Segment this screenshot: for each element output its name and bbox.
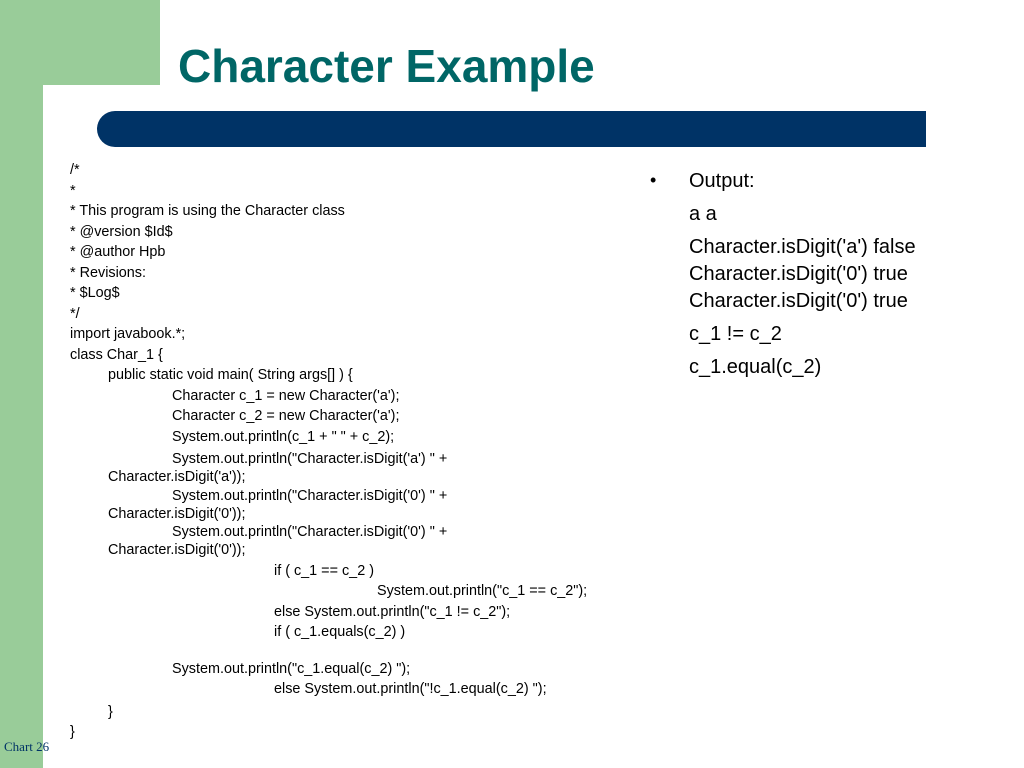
- code-line: System.out.println(c_1 + " " + c_2);: [172, 428, 395, 445]
- left-accent-bar: [0, 0, 43, 768]
- code-line: Character c_2 = new Character('a');: [172, 408, 400, 424]
- code-line: System.out.println("c_1 == c_2");: [377, 583, 588, 599]
- code-line: else System.out.println("c_1 != c_2");: [274, 603, 511, 620]
- code-line: import javabook.*;: [70, 326, 186, 342]
- code-line: * Revisions:: [70, 264, 146, 281]
- title-underline-bar: [97, 111, 926, 147]
- code-line: Character.isDigit('0'));: [108, 505, 246, 522]
- output-line: Character.isDigit('0') true: [689, 263, 908, 285]
- code-line: *: [70, 182, 76, 199]
- code-line: if ( c_1.equals(c_2) ): [274, 624, 406, 640]
- code-line: * This program is using the Character cl…: [70, 203, 345, 219]
- code-line: System.out.println("Character.isDigit('0…: [172, 487, 448, 504]
- output-line: Character.isDigit('0') true: [689, 290, 908, 312]
- code-line: class Char_1 {: [70, 346, 163, 363]
- output-line: c_1 != c_2: [689, 323, 782, 345]
- code-line: * @version $Id$: [70, 223, 173, 240]
- code-line: }: [70, 724, 75, 740]
- code-line: * @author Hpb: [70, 244, 166, 260]
- code-line: */: [70, 305, 80, 322]
- code-line: Character.isDigit('0'));: [108, 542, 246, 558]
- corner-accent-block: [43, 0, 160, 85]
- slide-footer: Chart 26: [4, 739, 50, 754]
- code-line: System.out.println("c_1.equal(c_2) ");: [172, 660, 411, 677]
- code-line: Character.isDigit('a'));: [108, 469, 246, 485]
- code-line: Character c_1 = new Character('a');: [172, 387, 400, 404]
- code-line: else System.out.println("!c_1.equal(c_2)…: [274, 681, 547, 697]
- code-line: System.out.println("Character.isDigit('a…: [172, 451, 448, 467]
- code-line: * $Log$: [70, 285, 120, 301]
- code-line: System.out.println("Character.isDigit('0…: [172, 524, 448, 540]
- code-blank-line: [70, 643, 640, 659]
- output-line: Character.isDigit('a') false: [689, 236, 916, 258]
- output-line: a a: [689, 203, 717, 225]
- bullet-icon: •: [650, 170, 657, 190]
- code-line: /*: [70, 162, 80, 178]
- output-panel: • Output: a a Character.isDigit('a') fal…: [650, 168, 1010, 381]
- code-line: if ( c_1 == c_2 ): [274, 562, 374, 579]
- code-line: public static void main( String args[] )…: [108, 367, 353, 383]
- code-line: }: [108, 703, 113, 720]
- slide-title: Character Example: [178, 40, 595, 92]
- output-line: c_1.equal(c_2): [689, 356, 822, 378]
- code-listing: /* * * This program is using the Charact…: [70, 160, 640, 743]
- output-label: Output:: [689, 170, 755, 192]
